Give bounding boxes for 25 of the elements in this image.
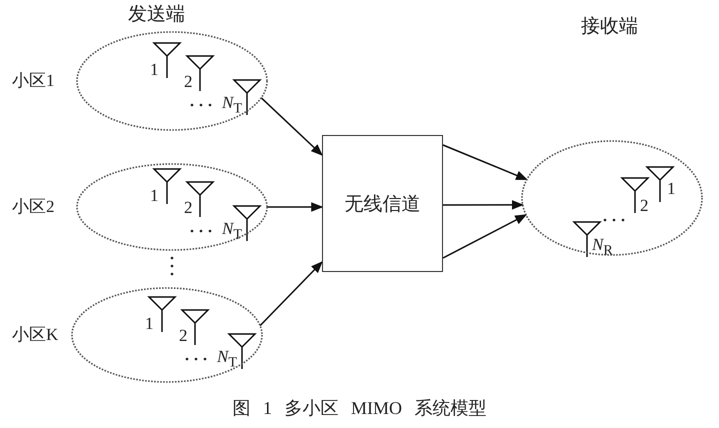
arrow (260, 97, 323, 156)
antenna-number: 1 (145, 315, 154, 333)
antenna-number: 2 (179, 327, 188, 345)
side-heading: 发送端 (128, 6, 185, 24)
antenna-number: 1 (667, 180, 676, 198)
antenna-number: 2 (640, 197, 648, 215)
cell-label: 小区1 (12, 72, 54, 90)
antenna-number: 1 (150, 61, 158, 79)
arrow (260, 261, 323, 326)
channel-box: 无线信道 (322, 135, 443, 272)
antenna-number: 2 (184, 73, 192, 91)
antenna-number: N$_{T}$ (222, 94, 242, 118)
side-heading: 接收端 (581, 18, 638, 36)
cell-label: 小区K (12, 326, 58, 344)
antenna-number: 2 (184, 199, 192, 217)
arrow (442, 214, 528, 259)
antenna-number: N$_{T}$ (222, 220, 242, 244)
arrow (442, 144, 528, 180)
arrow (443, 200, 524, 210)
cell-label: 小区2 (12, 198, 54, 216)
arrow (267, 202, 324, 212)
figure-caption: 图 1 多小区 MIMO 系统模型 (231, 397, 488, 420)
antenna-number: 1 (150, 187, 158, 205)
antenna-number: N$_{T}$ (217, 348, 237, 372)
antenna-number: N$_{R}$ (592, 236, 613, 260)
